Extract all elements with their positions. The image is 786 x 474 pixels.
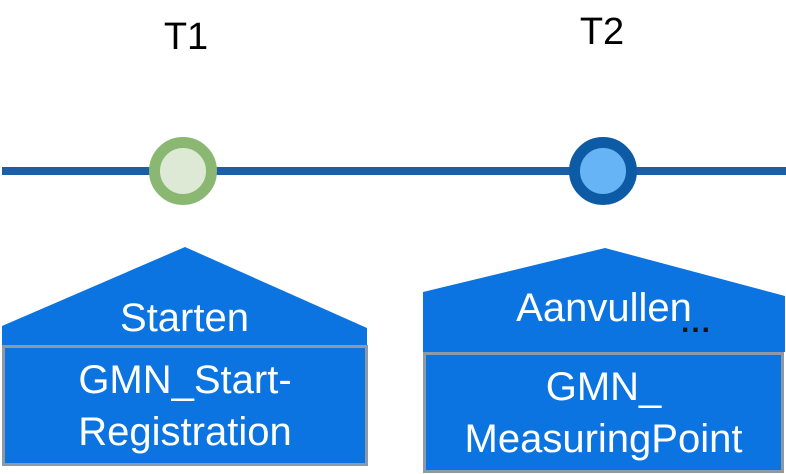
ellipsis-text: ... bbox=[681, 306, 713, 339]
milestone-marker-t1-circle bbox=[149, 137, 217, 205]
timeline-line bbox=[2, 167, 786, 175]
action-label-aanvullen: Aanvullen bbox=[516, 286, 692, 330]
callout-roof-starten: Starten bbox=[2, 247, 367, 346]
entity-box-gmn-measuringpoint: GMN_ MeasuringPoint bbox=[423, 352, 784, 473]
entity-line: MeasuringPoint bbox=[464, 416, 743, 461]
callout-roof-aanvullen: Aanvullen ... bbox=[423, 248, 785, 352]
entity-line: Registration bbox=[78, 409, 292, 454]
milestone-label-t1: T1 bbox=[163, 16, 209, 58]
entity-line: GMN_Start- bbox=[78, 357, 292, 402]
milestone-marker-t2-circle bbox=[569, 137, 637, 205]
action-label-starten: Starten bbox=[120, 296, 249, 340]
entity-box-gmn-start-registration: GMN_Start- Registration bbox=[2, 345, 368, 466]
milestone-label-t2: T2 bbox=[579, 11, 625, 53]
entity-line: GMN_ bbox=[545, 364, 662, 409]
